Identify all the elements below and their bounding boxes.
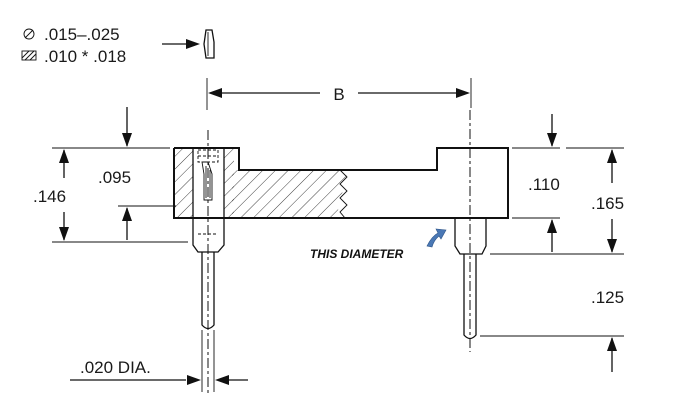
this-diameter-callout: THIS DIAMETER	[310, 228, 447, 261]
left-pin	[192, 130, 225, 395]
callout-text: THIS DIAMETER	[310, 247, 404, 261]
dimension-095: .095	[98, 107, 176, 240]
dim-095-label: .095	[98, 168, 131, 187]
dim-125-label: .125	[591, 288, 624, 307]
dimension-b: B	[206, 78, 472, 110]
hatched-square-icon	[21, 50, 37, 61]
dimension-020-dia: .020 DIA.	[70, 330, 248, 392]
legend-arrow-icon	[186, 39, 200, 49]
dimension-125: .125	[480, 288, 624, 372]
right-pin	[454, 110, 487, 352]
circle-slash-icon	[23, 28, 35, 40]
callout-arrow-icon	[426, 228, 447, 248]
dim-110-label: .110	[528, 175, 560, 194]
dim-165-label: .165	[591, 194, 624, 213]
dim-020-label: .020 DIA.	[80, 358, 151, 377]
legend-text-1: .015–.025	[44, 25, 120, 44]
dimension-165: .165	[490, 147, 624, 255]
dim-146-label: .146	[33, 187, 66, 206]
dim-b-label: B	[333, 85, 344, 104]
legend: .015–.025 .010 * .018	[21, 25, 215, 66]
dimension-146: .146	[33, 147, 188, 243]
legend-text-2: .010 * .018	[44, 47, 126, 66]
contact-tip-icon	[203, 29, 215, 59]
insulator-body	[173, 147, 509, 219]
dimension-110: .110	[512, 114, 560, 252]
